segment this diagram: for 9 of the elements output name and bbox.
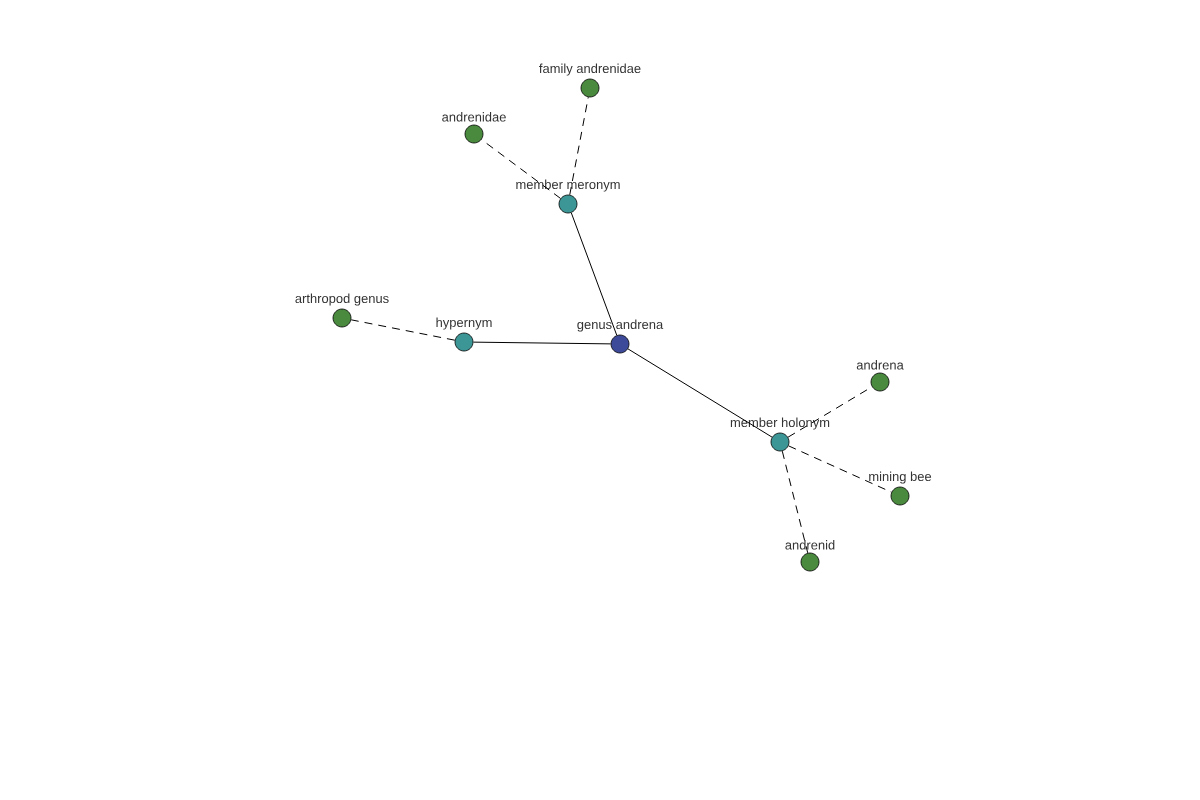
connector-line <box>481 139 561 199</box>
connector-line <box>787 386 873 438</box>
connector-line <box>781 450 809 554</box>
connector-line <box>472 341 612 345</box>
connector-line <box>350 319 456 341</box>
connector-line <box>627 348 773 438</box>
connector-line <box>570 212 618 336</box>
connector-line <box>569 96 589 196</box>
connector-line <box>788 445 892 493</box>
